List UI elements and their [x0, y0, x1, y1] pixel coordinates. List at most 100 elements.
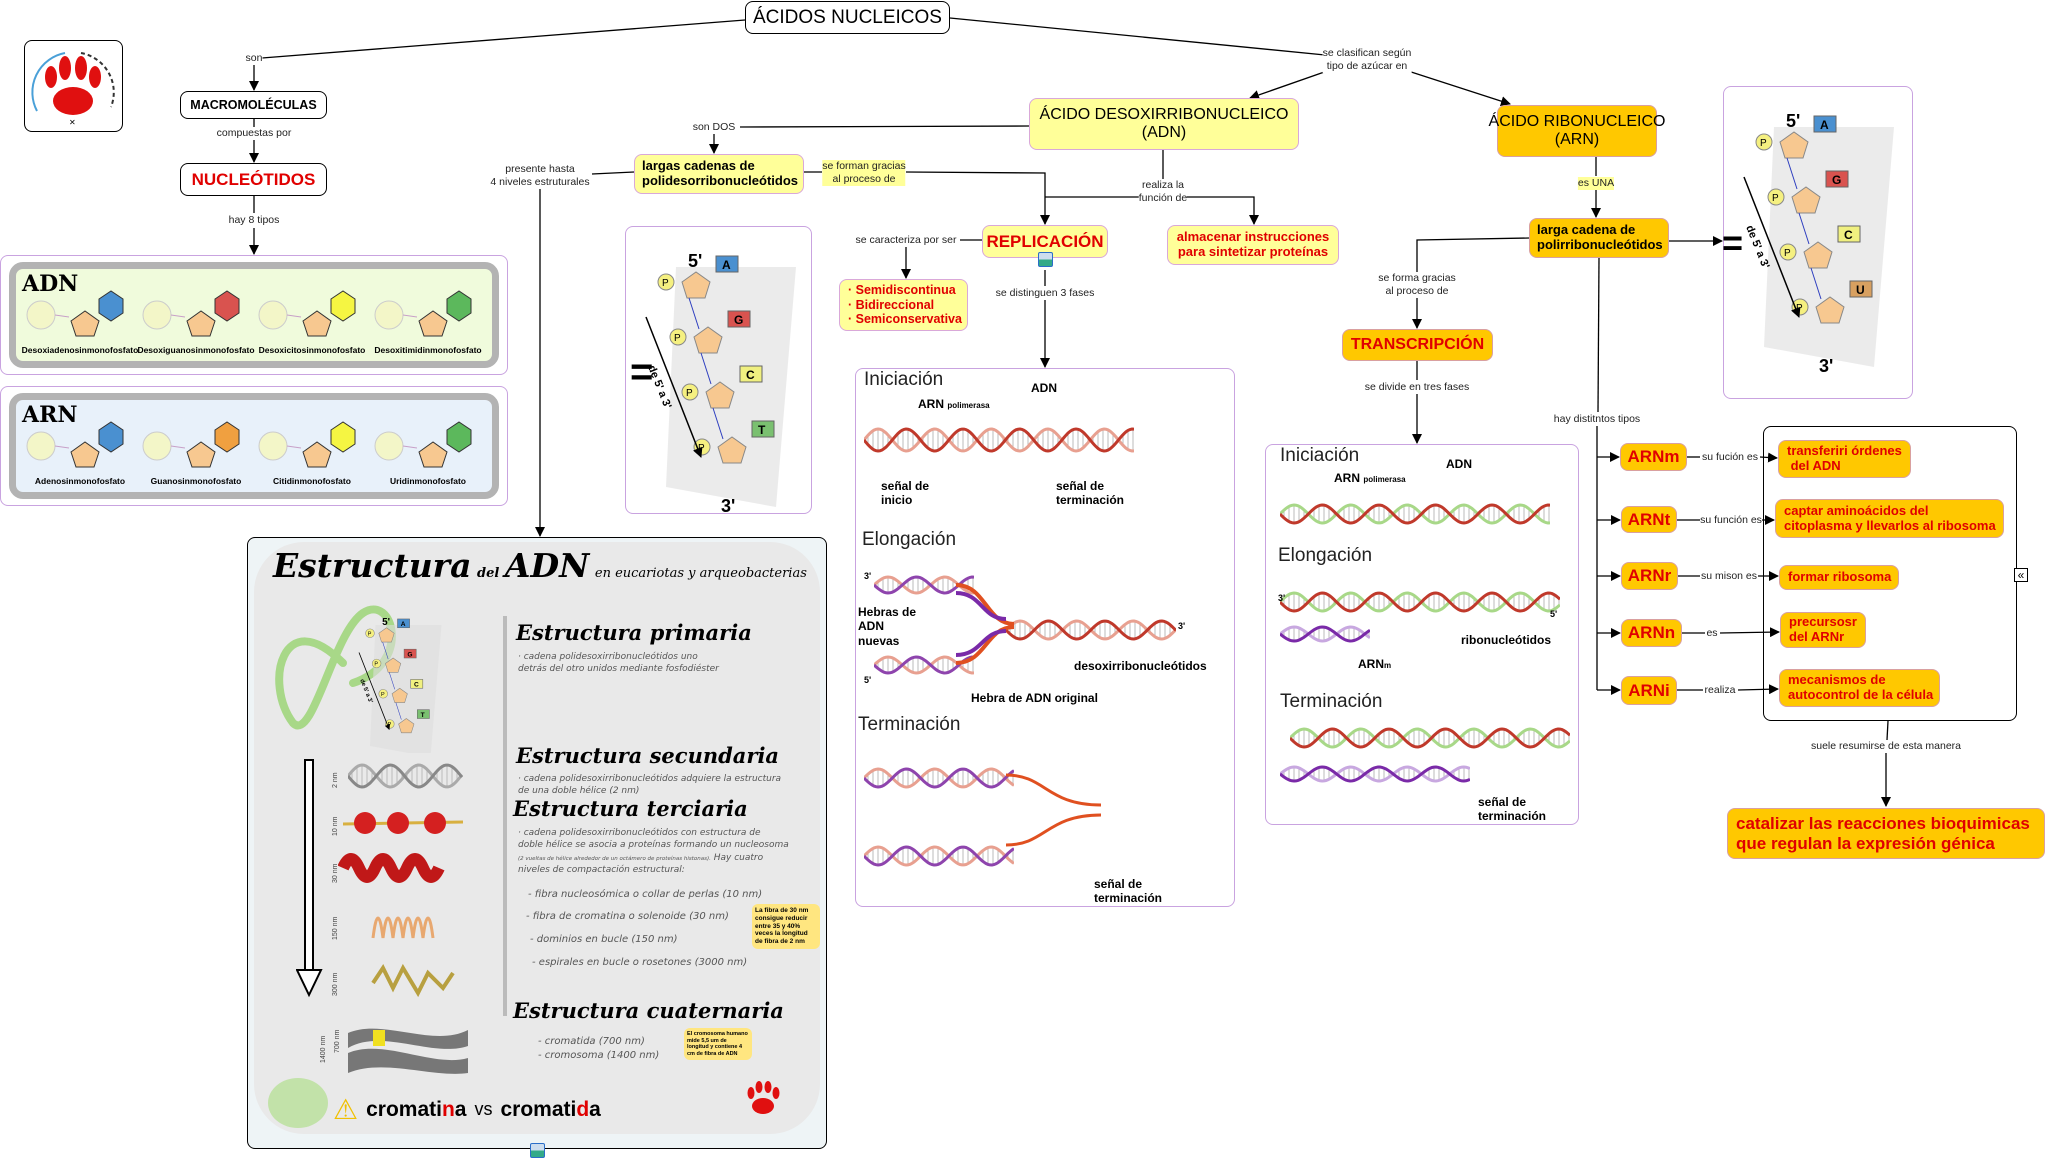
link-label-tipos-arn: hay distitntos tipos	[1553, 413, 1641, 427]
sugar-icon	[378, 627, 395, 643]
base-label: C	[746, 368, 755, 382]
base-label: G	[407, 651, 412, 658]
phase-terminacion: Terminación	[858, 714, 961, 735]
helix-strand	[1006, 619, 1176, 641]
helix-strand	[1280, 503, 1550, 525]
sugar-icon	[398, 718, 415, 734]
estructura-terciaria-desc: · cadena polidesoxirribonucleótidos con …	[518, 828, 789, 850]
base-label: C	[1844, 228, 1853, 242]
sugar-icon	[717, 436, 747, 464]
nucleotide-structure-icon	[374, 290, 472, 337]
scale-label: 150 nm	[332, 916, 339, 940]
phase-iniciacion: Iniciación	[864, 369, 944, 390]
collapse-icon[interactable]: «	[2014, 568, 2028, 582]
node-resumen[interactable]: catalizar las reacciones bioquimicas que…	[1727, 808, 2045, 859]
function-arnt[interactable]: captar aminoácidos del citoplasma y llev…	[1775, 499, 2004, 538]
nivel-item: - fibra nucleosómica o collar de perlas …	[528, 889, 763, 900]
label-senal-terminacion: señal de terminación	[1478, 795, 1547, 824]
node-arnr[interactable]: ARNr	[1621, 562, 1678, 590]
sugar-ring	[70, 441, 100, 468]
base-label: U	[1856, 283, 1865, 297]
node-larga-cadena[interactable]: larga cadena de polirribonucleótidos	[1529, 218, 1669, 258]
five-prime-label: 5'	[688, 251, 702, 271]
sugar-icon	[1791, 186, 1821, 214]
nucleotide-structure-icon	[26, 421, 124, 468]
link-label-arnr: su mison es	[1700, 570, 1758, 584]
node-transcripcion[interactable]: TRANSCRIPCIÓN	[1342, 329, 1493, 361]
adn-tag: ADN	[22, 271, 79, 297]
link-label-arnt: su función es	[1700, 514, 1762, 528]
estructura-adn-panel[interactable]: Estructura del ADN en eucariotas y arque…	[247, 537, 827, 1149]
scale-label: 2 nm	[332, 772, 339, 788]
phosphate-icon	[365, 628, 375, 638]
double-helix-illustration	[348, 763, 463, 789]
phosphate-group	[258, 300, 288, 330]
link-label-son-dos: son DOS	[692, 121, 736, 135]
node-adn[interactable]: ÁCIDO DESOXIRRIBONUCLEICO (ADN)	[1029, 98, 1299, 150]
helix-strand	[1290, 727, 1570, 749]
node-arnt[interactable]: ARNt	[1621, 506, 1677, 533]
phase-terminacion: Terminación	[1280, 691, 1383, 712]
title-node-acidos-nucleicos[interactable]: ÁCIDOS NUCLEICOS	[745, 1, 950, 34]
phosphate-icon	[371, 658, 382, 669]
image-attachment-icon[interactable]	[1038, 252, 1053, 267]
nitrogen-base	[330, 290, 356, 322]
sugar-icon	[1815, 296, 1845, 324]
arn-nucleotides-panel[interactable]: ARN Adenosinmonofosfato Guanosinmonofosf…	[0, 386, 508, 506]
base-icon	[397, 618, 410, 629]
replication-end-graphic	[1006, 773, 1102, 847]
label-3-prime: 3'	[1178, 621, 1186, 631]
helix-strand	[874, 655, 974, 675]
adn-nucleotides-panel[interactable]: ADN Desoxiadenosinmonofosfato Desoxiguan…	[0, 255, 508, 375]
node-largas-cadenas[interactable]: largas cadenas de polidesorribonucleótid…	[634, 154, 804, 194]
node-caracteristicas[interactable]: · Semidiscontinua · Bidireccional · Semi…	[839, 279, 968, 331]
function-arnn[interactable]: precursosr del ARNr	[1780, 612, 1866, 648]
function-arni[interactable]: mecanismos de autocontrol de la célula	[1779, 669, 1940, 707]
node-arnm[interactable]: ARNm	[1620, 443, 1687, 471]
node-almacenar[interactable]: almacenar instrucciones para sintetizar …	[1167, 225, 1339, 265]
node-arnn[interactable]: ARNn	[1621, 619, 1682, 647]
node-nucleotidos[interactable]: NUCLEÓTIDOS	[180, 163, 327, 196]
transcription-phases-panel[interactable]: Iniciación ARN polimerasa ADN Elongación…	[1265, 444, 1579, 825]
link-label-caracteriza: se caracteriza por ser	[855, 234, 957, 248]
node-arn[interactable]: ÁCIDO RIBONUCLEICO (ARN)	[1489, 105, 1665, 157]
estructura-terciaria-heading: Estructura terciaria	[513, 796, 748, 821]
label-senal-terminacion: señal de terminación	[1056, 479, 1125, 508]
nitrogen-base	[446, 421, 472, 453]
function-arnr[interactable]: formar ribosoma	[1779, 565, 1899, 590]
link-label-niveles: presente hasta 4 niveles estruturales	[490, 163, 590, 190]
base-label: C	[414, 682, 419, 689]
link-label-es-una: es UNA	[1577, 177, 1615, 191]
image-attachment-icon[interactable]	[530, 1143, 545, 1158]
phosphate-label: P	[374, 662, 378, 668]
link-label-8-tipos: hay 8 tipos	[228, 214, 280, 228]
label-hebra-original: Hebra de ADN original	[971, 691, 1098, 705]
warning-icon: ⚠	[333, 1094, 359, 1125]
nucleotide-item: Citidinmonofosfato	[256, 412, 367, 486]
phosphate-icon	[1779, 243, 1797, 261]
arn-tag: ARN	[22, 402, 78, 428]
scale-label: 300 nm	[332, 972, 339, 996]
base-label: G	[1832, 173, 1841, 187]
label-desoxirribonucleotidos: desoxirribonucleótidos	[1074, 659, 1207, 673]
base-icon	[417, 709, 430, 719]
base-label: G	[734, 313, 743, 327]
nucleotide-item: Desoxiguanosinmonofosfato	[137, 281, 255, 355]
replication-phases-panel[interactable]: Iniciación ARN polimerasa ADN señal de i…	[855, 368, 1235, 907]
sugar-icon	[1803, 241, 1833, 269]
node-macromoleculas[interactable]: MACROMOLÉCULAS	[180, 91, 327, 119]
node-arni[interactable]: ARNi	[1621, 676, 1677, 705]
nucleotide-item: Desoxiadenosinmonofosfato	[22, 281, 138, 355]
base-icon	[1837, 225, 1861, 243]
nucleosome-illustration	[343, 812, 463, 834]
cromatina-vs-cromatida: ⚠ cromatina vs cromatida	[333, 1094, 601, 1125]
nucleotide-name: Uridinmonofosfato	[389, 476, 466, 486]
link-label-arni: realiza	[1704, 684, 1736, 698]
three-prime-label: 3'	[721, 496, 735, 513]
compaction-arrow-icon	[296, 759, 323, 998]
function-arnm[interactable]: transferiri órdenes del ADN	[1778, 440, 1911, 478]
phosphate-label: P	[662, 278, 669, 289]
phosphate-icon	[1767, 188, 1785, 206]
